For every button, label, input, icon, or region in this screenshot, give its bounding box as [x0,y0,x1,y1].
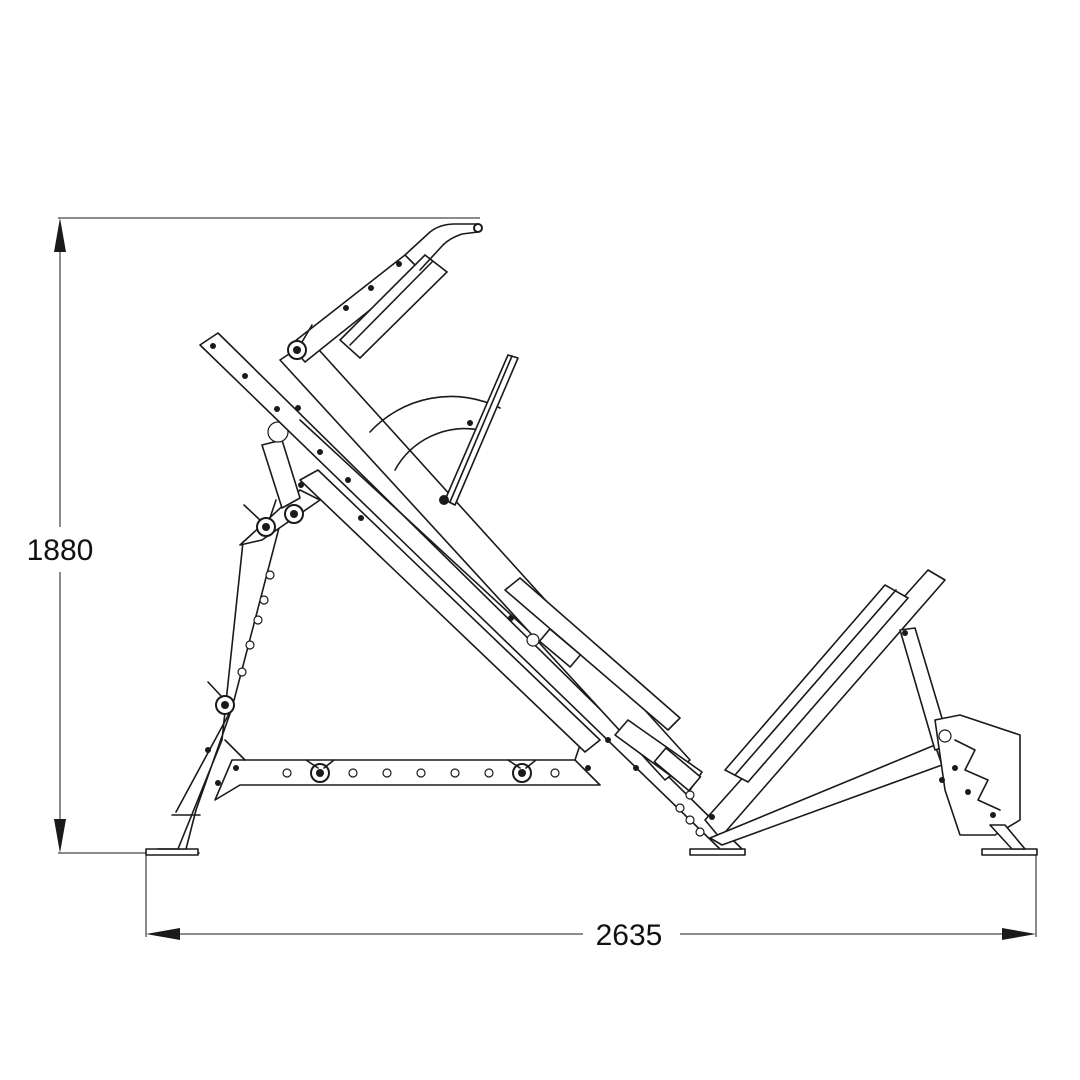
pin-knobs [215,340,532,783]
height-label: 1880 [27,534,94,567]
backrest-pad [444,354,519,506]
sled-stop-block [653,747,702,792]
rear-leg-inner-edge [175,711,231,813]
rail-holes [675,790,705,837]
sled-guide [504,577,681,731]
rear-pulley [267,421,289,443]
height-arrow-down-icon [54,819,66,853]
foot-platform-pad [723,583,910,784]
pin-handles [207,324,537,769]
front-bracket-slots [954,739,1001,811]
foot-plate-middle [689,848,746,856]
shoulder-pad [338,253,449,360]
bolts [205,261,996,820]
front-foot-strut [989,824,1026,850]
pin-knob-shoulder [287,340,307,360]
width-label: 2635 [596,919,663,952]
height-dimension: 1880 [27,217,480,854]
width-arrow-right-icon [1002,928,1036,940]
foot-plate-front [981,848,1038,856]
backrest-pivot [439,495,449,505]
spring-lock [538,628,582,668]
front-bracket-hole [938,729,952,743]
main-diagonal-rail [199,332,743,850]
width-arrow-left-icon [146,928,180,940]
foot-plate-rear [145,848,199,856]
pin-knob-rear-lower [215,695,235,715]
crossbar-holes [282,768,560,778]
bottom-crossbar [214,759,601,801]
machine [145,223,1038,856]
pin-knob-rear-upper-1 [256,517,276,537]
rear-leg [157,523,281,850]
pin-knob-rear-upper-2 [284,504,304,524]
main-diagonal-inner [299,469,601,753]
rear-upright-holes [237,570,275,677]
rear-brace [261,439,301,509]
backrest-arc-outer [369,395,501,433]
width-dimension: 2635 [145,853,1037,952]
backrest-arc-inner [394,427,481,471]
lock-knob [526,633,540,647]
shoulder-handle [404,223,479,256]
height-arrow-up-icon [54,218,66,252]
